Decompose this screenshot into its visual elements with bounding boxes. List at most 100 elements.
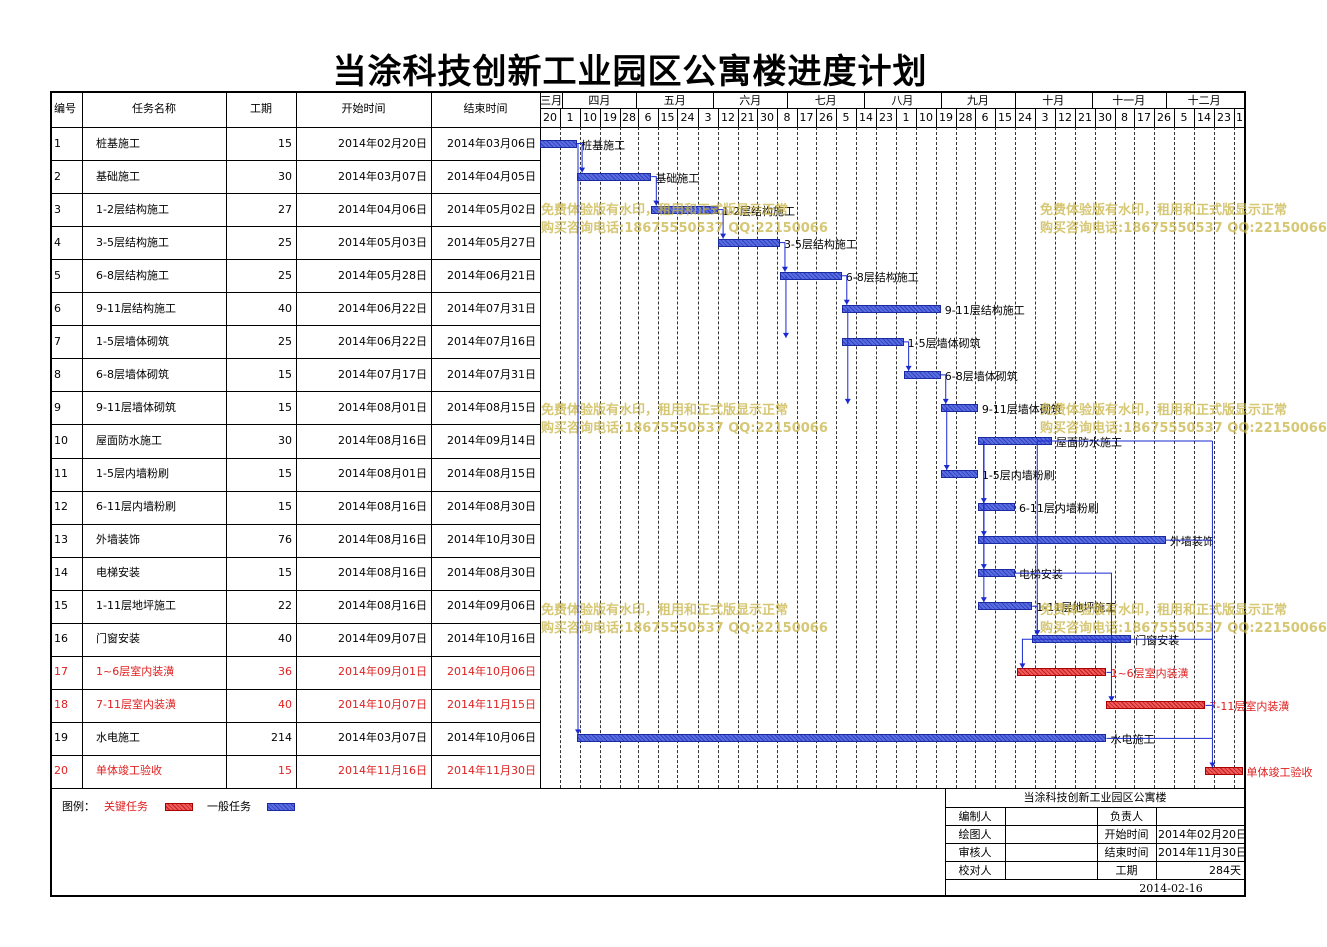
dependency-link [651, 176, 657, 206]
arrow-head [579, 167, 586, 173]
task-bar-label: 6-11层内墙粉刷 [1018, 502, 1099, 516]
task-bar[interactable] [718, 238, 780, 247]
gridline [995, 127, 996, 788]
task-name: 1-5层内墙粉刷 [96, 467, 169, 481]
info-proof-label: 校对人 [958, 864, 992, 877]
task-bar[interactable] [940, 470, 978, 479]
gridline [677, 127, 678, 788]
task-bar[interactable] [977, 503, 1015, 512]
task-bar[interactable] [841, 337, 904, 346]
task-bar[interactable] [903, 370, 941, 379]
day-label: 28 [622, 111, 636, 124]
task-bar[interactable] [1017, 668, 1107, 677]
task-bar[interactable] [977, 569, 1015, 578]
task-name: 外墙装饰 [96, 533, 140, 547]
arrow-head [720, 233, 727, 239]
task-duration: 214 [271, 731, 292, 745]
day-divider [836, 108, 837, 127]
dependency-link [718, 209, 724, 239]
day-label: 24 [680, 111, 695, 124]
task-id: 7 [54, 334, 61, 348]
day-label: 26 [1157, 111, 1171, 124]
day-divider [620, 108, 621, 127]
day-label: 12 [1058, 111, 1072, 124]
row-divider [50, 457, 540, 459]
day-divider [995, 108, 996, 127]
info-owner-label: 负责人 [1110, 810, 1143, 823]
day-label: 17 [799, 111, 814, 124]
month-label: 八月 [891, 94, 914, 107]
info-checker-label: 审核人 [958, 846, 992, 859]
gridline [876, 127, 877, 788]
day-divider [876, 108, 877, 127]
task-id: 17 [54, 665, 68, 679]
day-label: 15 [998, 111, 1012, 124]
gridline [956, 127, 957, 788]
task-bar[interactable] [651, 205, 719, 214]
day-divider [600, 108, 601, 127]
day-divider [757, 108, 758, 127]
task-duration: 30 [278, 169, 292, 183]
day-divider [1075, 108, 1076, 127]
month-label: 六月 [739, 94, 762, 107]
task-bar[interactable] [1205, 767, 1243, 776]
day-divider [896, 108, 897, 127]
dependency-link [1014, 572, 1112, 702]
watermark-line: 免费体验版有水印，租用和正式版显示正常 [1040, 603, 1288, 618]
gridline [757, 127, 758, 788]
column-divider [540, 91, 541, 788]
day-label: 10 [919, 111, 933, 124]
task-bar[interactable] [1106, 701, 1206, 710]
task-start: 2014年11月16日 [338, 764, 427, 778]
task-duration: 15 [278, 400, 292, 414]
month-divider [1165, 91, 1167, 108]
task-bar[interactable] [977, 536, 1166, 545]
arrow-head [1108, 696, 1115, 702]
row-divider [50, 721, 540, 723]
row-divider [50, 292, 540, 294]
day-label: 15 [660, 111, 675, 124]
task-id: 20 [54, 764, 68, 778]
task-bar[interactable] [940, 403, 978, 412]
task-bar-label: 水电施工 [1110, 733, 1155, 747]
day-divider [1174, 108, 1175, 127]
row-divider [50, 523, 540, 525]
task-start: 2014年08月16日 [338, 566, 427, 580]
task-bar-label: 屋面防水施工 [1056, 435, 1123, 449]
task-bar[interactable] [841, 304, 941, 313]
day-divider [698, 108, 699, 127]
arrow-head [843, 299, 850, 305]
day-divider [956, 108, 957, 127]
day-label: 10 [583, 111, 597, 124]
task-bar[interactable] [577, 734, 1107, 743]
task-name: 单体竣工验收 [96, 764, 162, 778]
month-label: 九月 [966, 94, 989, 107]
arrow-head [943, 465, 950, 471]
task-bar[interactable] [540, 139, 578, 148]
task-bar[interactable] [977, 602, 1033, 611]
day-label: 19 [939, 111, 953, 124]
info-row-divider [945, 843, 1245, 844]
gridline [600, 127, 601, 788]
dependency-link [779, 242, 786, 272]
row-divider [50, 424, 540, 426]
task-id: 2 [54, 169, 61, 183]
column-header-name: 任务名称 [132, 102, 176, 115]
day-label: 6 [981, 111, 989, 124]
day-divider [856, 108, 857, 127]
task-name: 1-2层结构施工 [96, 202, 169, 216]
task-bar[interactable] [779, 271, 842, 280]
info-end-label: 结束时间 [1104, 846, 1149, 859]
gridline [1174, 127, 1175, 788]
task-id: 12 [54, 500, 68, 514]
gridline [1154, 127, 1155, 788]
day-divider [1115, 108, 1116, 127]
task-end: 2014年11月30日 [447, 764, 536, 778]
task-end: 2014年10月06日 [447, 731, 536, 745]
gridline [836, 127, 837, 788]
task-name: 7-11层室内装潢 [96, 698, 176, 712]
day-label: 1 [902, 111, 910, 124]
task-name: 3-5层结构施工 [96, 235, 169, 249]
month-divider [713, 91, 715, 108]
task-end: 2014年09月06日 [447, 599, 536, 613]
